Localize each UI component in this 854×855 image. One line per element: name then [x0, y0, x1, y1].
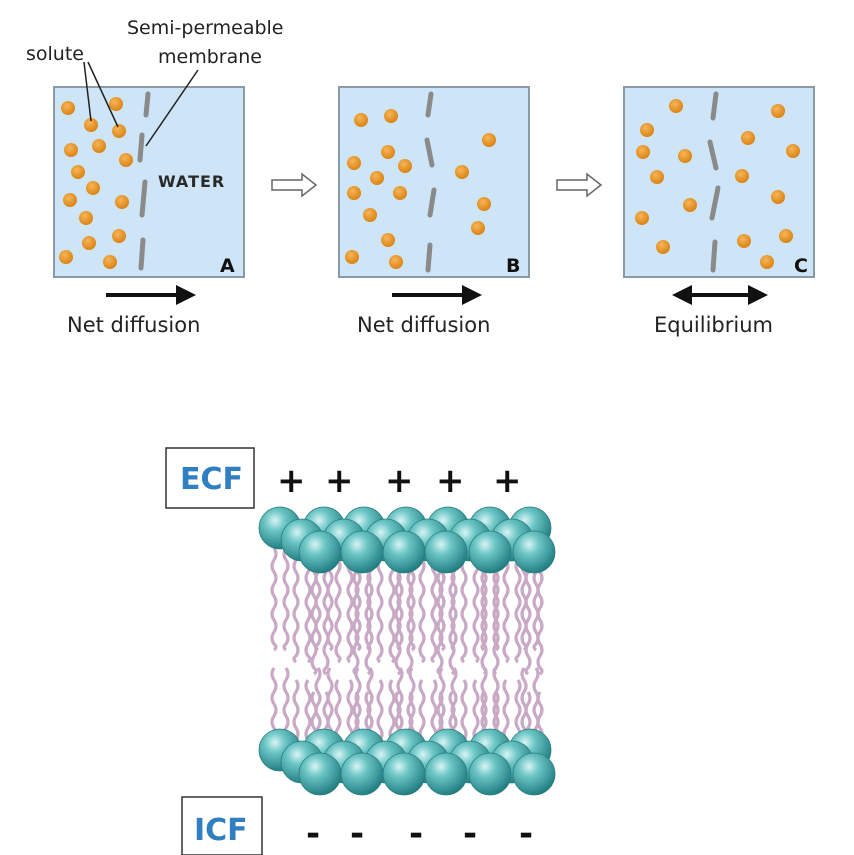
panel-b-letter: B [506, 255, 520, 277]
ecf-sign: + [436, 461, 465, 501]
ecf-sign: + [277, 461, 306, 501]
lipid-tail [524, 571, 532, 676]
phospholipid-head [340, 752, 384, 796]
membrane-a [137, 91, 151, 271]
membrane-label-line2: membrane [158, 46, 262, 68]
lipid-tail [492, 571, 500, 676]
lipid-tail [292, 559, 300, 664]
panel-b-box [338, 86, 530, 278]
icf-label: ICF [194, 813, 248, 848]
solutes-b [345, 109, 496, 269]
lipid-tail [270, 547, 278, 652]
lipid-tail [394, 571, 402, 676]
panel-b: B [338, 86, 530, 278]
lipid-tail [472, 559, 480, 664]
icf-sign: - [463, 814, 477, 854]
lipid-tail [460, 559, 468, 664]
solute-label: solute [26, 43, 84, 65]
lipid-tail [334, 559, 342, 664]
lipid-tail [388, 559, 396, 664]
lipid-tail [346, 559, 354, 664]
solute-pointer [87, 61, 119, 128]
lipid-tail [514, 559, 522, 664]
lipid-tail [406, 571, 414, 676]
ecf-sign: + [493, 461, 522, 501]
panel-b-caption: Net diffusion [357, 313, 490, 337]
panel-c-caption: Equilibrium [654, 313, 773, 337]
lipid-bilayer [258, 506, 556, 796]
phospholipid-head [382, 530, 426, 574]
icf-sign: - [306, 814, 320, 854]
panel-a-caption: Net diffusion [67, 313, 200, 337]
lipid-tail [536, 571, 544, 676]
phospholipid-head [424, 530, 468, 574]
icf-sign: - [350, 814, 364, 854]
lipid-tail [502, 559, 510, 664]
ecf-label-box [165, 447, 255, 509]
panel-c-letter: C [794, 255, 808, 277]
phospholipid-head [382, 752, 426, 796]
phospholipid-head [298, 752, 342, 796]
lipid-tail [322, 571, 330, 676]
membrane-pointer [145, 69, 199, 147]
solute-pointer [83, 61, 92, 122]
ecf-label: ECF [180, 462, 243, 497]
phospholipid-head [424, 752, 468, 796]
ecf-sign: + [325, 461, 354, 501]
phospholipid-head [468, 752, 512, 796]
lipid-tail [418, 559, 426, 664]
icf-sign: - [519, 814, 533, 854]
solutes-a [59, 97, 133, 269]
lipid-tail [364, 571, 372, 676]
lipid-tail [282, 547, 290, 652]
phospholipid-head [512, 530, 556, 574]
membrane-b [424, 91, 437, 273]
icf-sign: - [409, 814, 423, 854]
lipid-tail [480, 571, 488, 676]
lipid-tail [310, 571, 318, 676]
lipid-tail [376, 559, 384, 664]
step-arrow-icon [271, 172, 318, 198]
panel-c: C [623, 86, 815, 278]
icf-charge-signs: - - - - - [306, 814, 533, 854]
phospholipid-head [512, 752, 556, 796]
lipid-tail [304, 559, 312, 664]
phospholipid-head [340, 530, 384, 574]
lipid-tail [430, 559, 438, 664]
membrane-c [707, 91, 721, 273]
icf-label-box [181, 796, 263, 855]
lipid-tail [352, 571, 360, 676]
phospholipid-heads [258, 506, 556, 796]
solutes-c [635, 99, 800, 269]
ecf-sign: + [385, 461, 414, 501]
ecf-charge-signs: + + + + + [277, 461, 522, 501]
lipid-tail [448, 571, 456, 676]
panel-a-letter: A [220, 255, 235, 277]
membrane-label-line1: Semi-permeable [127, 17, 284, 39]
phospholipid-head [468, 530, 512, 574]
step-arrow-icon [556, 172, 603, 198]
water-label: WATER [158, 172, 225, 191]
lipid-tail [436, 571, 444, 676]
panel-a: WATER A [53, 86, 245, 278]
phospholipid-head [298, 530, 342, 574]
